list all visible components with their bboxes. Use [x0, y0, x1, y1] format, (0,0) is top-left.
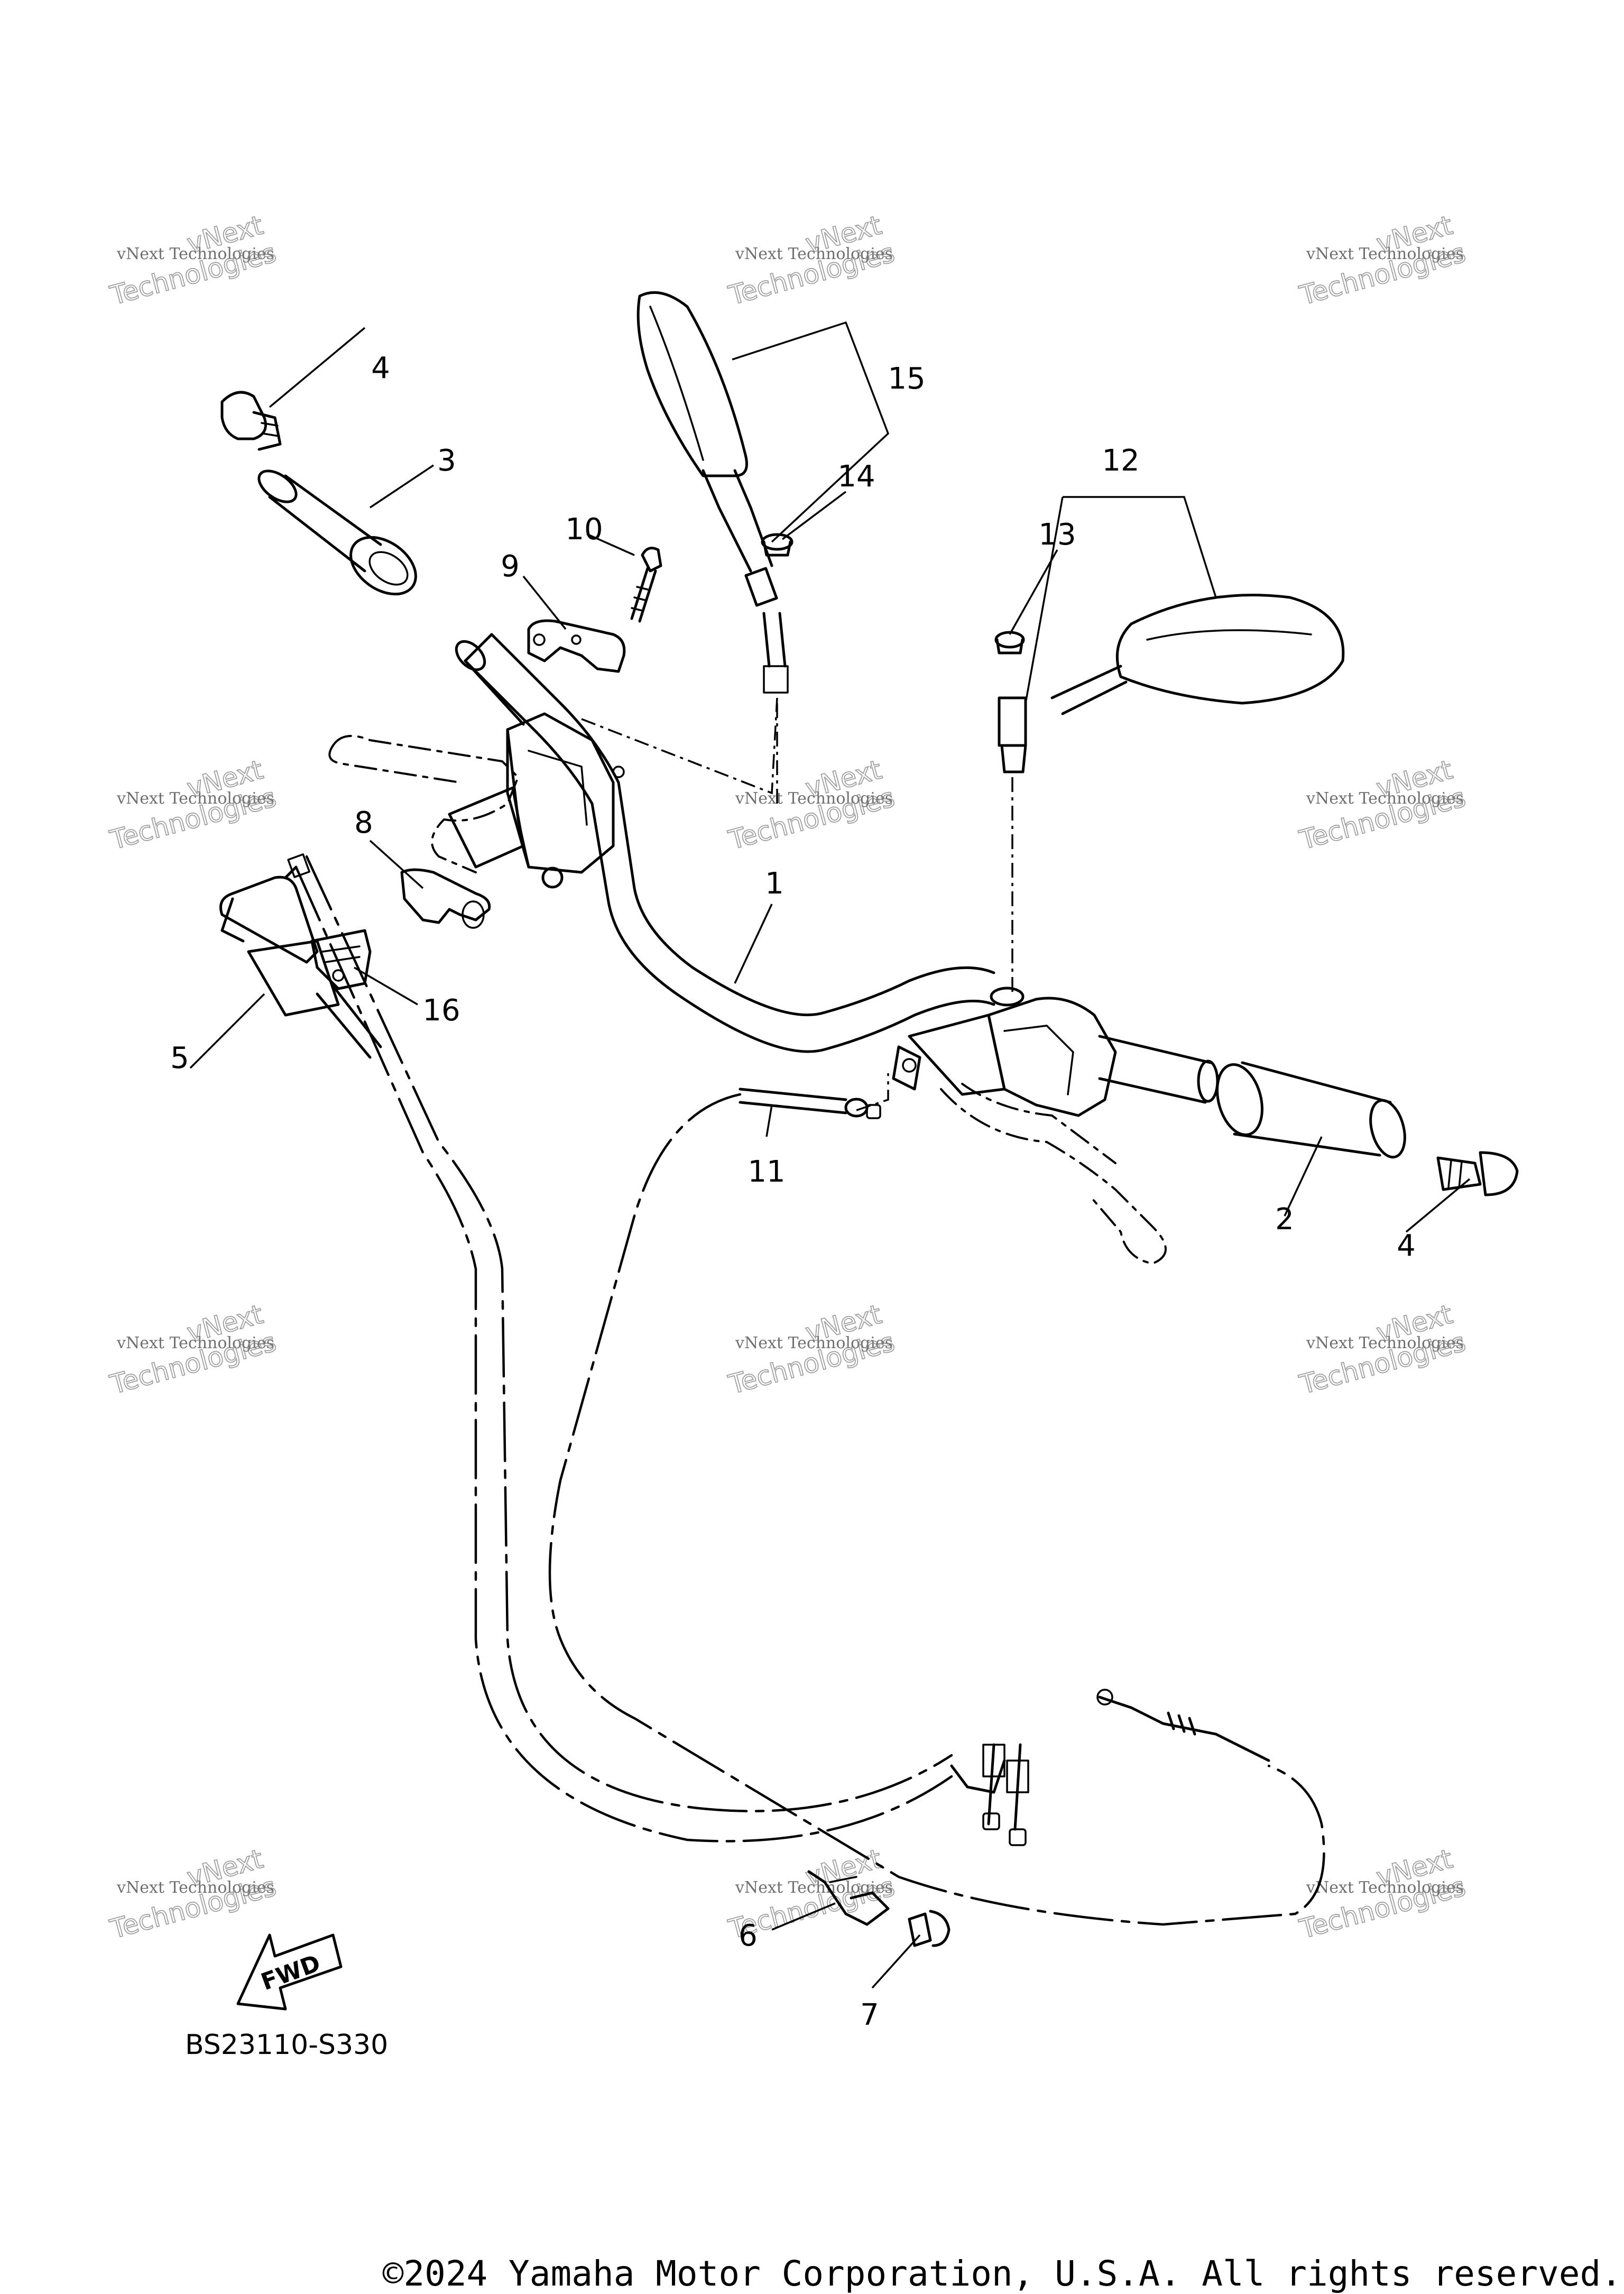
- callout-10: 6: [739, 1919, 758, 1953]
- copyright-notice: ©2024 Yamaha Motor Corporation, U.S.A. A…: [382, 2253, 1622, 2294]
- watermark: vNext Technologies vNext Technologies: [106, 754, 280, 856]
- callout-14: 15: [888, 362, 925, 396]
- svg-text:vNext Technologies: vNext Technologies: [116, 789, 274, 808]
- callout-12: 12: [1102, 444, 1139, 478]
- left-switch-assembly: [448, 712, 625, 889]
- callout-6: 8: [354, 806, 373, 840]
- callout-2: 2: [1275, 1202, 1294, 1237]
- svg-text:vNext Technologies: vNext Technologies: [735, 245, 893, 263]
- callout-4-left: 4: [371, 351, 390, 385]
- watermark: vNext Technologies vNext Technologies: [1296, 1843, 1469, 1946]
- watermark: vNext Technologies vNext Technologies: [1296, 754, 1469, 856]
- svg-text:vNext Technologies: vNext Technologies: [116, 245, 274, 263]
- leader-lines: [189, 321, 1471, 1989]
- watermark: vNext Technologies vNext Technologies: [725, 1298, 898, 1401]
- watermark: vNext Technologies vNext Technologies: [106, 209, 280, 312]
- fwd-arrow: FWD: [236, 1933, 343, 2011]
- callout-7: 9: [501, 549, 520, 584]
- svg-text:FWD: FWD: [257, 1950, 324, 1996]
- watermarks: vNext Technologies vNext Technologies vN…: [106, 209, 1469, 1946]
- clutch-cable-9: [548, 1088, 1325, 1926]
- mirror-cap-15: [761, 533, 793, 557]
- watermark: vNext Technologies vNext Technologies: [725, 754, 898, 856]
- callout-16: 16: [422, 993, 460, 1028]
- cable-guide-10: [807, 1870, 890, 1926]
- handlebar: [464, 633, 1219, 1104]
- left-bar-end-weight: [220, 391, 282, 451]
- callout-11: 7: [860, 1998, 879, 2032]
- callout-9: 11: [748, 1155, 785, 1189]
- clamp-16: [310, 929, 372, 990]
- left-lever-ghost: [332, 735, 520, 873]
- svg-text:vNext Technologies: vNext Technologies: [1306, 789, 1464, 808]
- watermark: vNext Technologies vNext Technologies: [725, 209, 898, 312]
- diagram-reference-code: BS23110-S330: [185, 2029, 388, 2061]
- callout-4-right: 4: [1397, 1229, 1416, 1263]
- svg-text:vNext Technologies: vNext Technologies: [1306, 1334, 1464, 1352]
- mirror-cap-13: [994, 631, 1025, 655]
- svg-text:vNext Technologies: vNext Technologies: [116, 1878, 274, 1897]
- right-lever-ghost: [940, 1088, 1167, 1265]
- callout-13: 13: [1038, 518, 1076, 552]
- bolt-8: [630, 547, 662, 623]
- callouts: 4 3 10 9 8 5 16 1 11 2 4 15 14 12 13 6 7: [170, 351, 1416, 2032]
- holder-clamp-7: [527, 619, 626, 673]
- holder-6: [400, 868, 491, 929]
- right-grip: [1216, 1061, 1406, 1159]
- watermark: vNext Technologies vNext Technologies: [106, 1298, 280, 1401]
- right-bar-end-weight: [1436, 1151, 1519, 1196]
- bolt-11: [908, 1910, 951, 1947]
- watermark: vNext Technologies vNext Technologies: [106, 1843, 280, 1946]
- callout-3: 3: [437, 444, 456, 478]
- watermark: vNext Technologies vNext Technologies: [1296, 1298, 1469, 1401]
- callout-15: 14: [837, 459, 875, 494]
- right-mirror-12: [998, 594, 1345, 773]
- throttle-tube: [464, 659, 525, 726]
- left-mirror-14: [636, 291, 789, 694]
- svg-text:vNext Technologies: vNext Technologies: [116, 1334, 274, 1352]
- callout-8: 10: [565, 512, 603, 547]
- right-switch-assembly: [892, 997, 1117, 1117]
- svg-text:vNext Technologies: vNext Technologies: [1306, 245, 1464, 263]
- watermark: vNext Technologies vNext Technologies: [1296, 209, 1469, 312]
- svg-text:vNext Technologies: vNext Technologies: [735, 1334, 893, 1352]
- throttle-cable-5: [219, 853, 1029, 1846]
- callout-5: 5: [170, 1041, 189, 1075]
- svg-text:vNext Technologies: vNext Technologies: [1306, 1878, 1464, 1897]
- left-grip: [257, 469, 417, 596]
- callout-1: 1: [765, 867, 784, 901]
- svg-text:vNext Technologies: vNext Technologies: [735, 789, 893, 808]
